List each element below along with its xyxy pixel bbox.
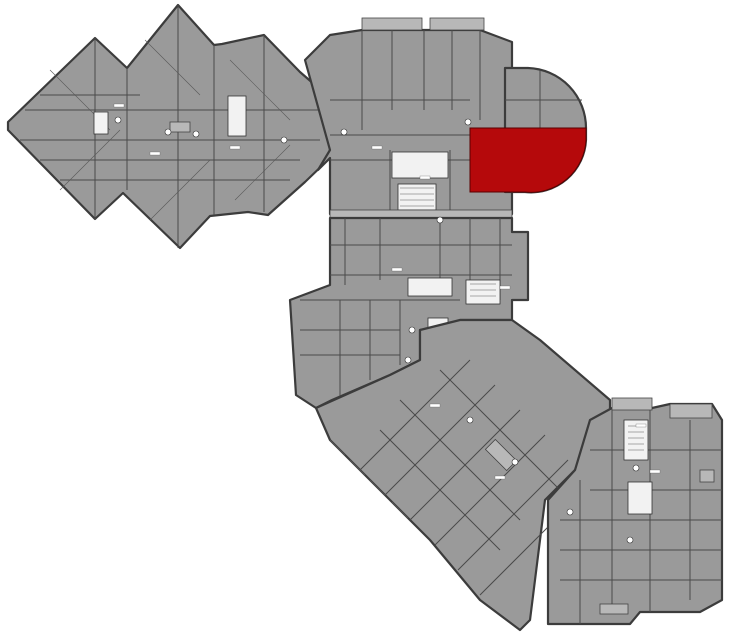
room-tags — [113, 103, 661, 480]
wing-west-outline — [6, 3, 332, 250]
elevator-core-center — [407, 277, 453, 297]
landing-west — [169, 121, 191, 133]
wing-center — [288, 216, 530, 410]
wing-southeast — [546, 397, 724, 626]
wing-north — [303, 17, 514, 216]
rotunda-east — [469, 66, 588, 194]
elevator-core-west — [227, 95, 247, 137]
stair-center — [465, 279, 501, 305]
door-markers — [114, 116, 640, 544]
corridor-link — [329, 209, 513, 219]
stair-diagonal — [484, 438, 518, 472]
balcony-se-2 — [669, 403, 713, 419]
wing-diagonal — [314, 318, 612, 632]
highlighted-apartment[interactable] — [469, 127, 587, 193]
elevator-core-se — [627, 481, 653, 515]
balcony-se-3 — [699, 469, 715, 483]
elevator-core-north — [391, 151, 449, 179]
balcony-north-1 — [361, 17, 423, 31]
wing-west — [6, 3, 332, 250]
balcony-se-1 — [611, 397, 653, 411]
balcony-se-4 — [599, 603, 629, 615]
wing-diagonal-outline — [314, 318, 612, 632]
balcony-north-2 — [429, 17, 485, 31]
shaft-west — [93, 111, 109, 135]
stair-north — [397, 183, 437, 211]
